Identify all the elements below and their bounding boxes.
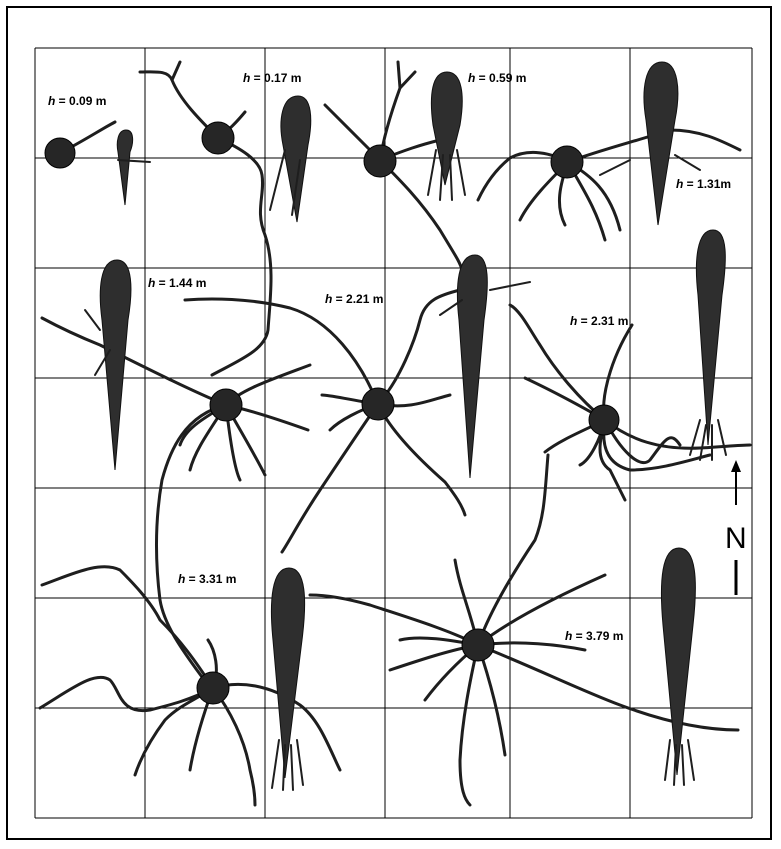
height-label-p7: h = 2.31 m (570, 314, 628, 328)
height-label-p9: h = 3.79 m (565, 629, 623, 643)
shoot-silhouette (117, 130, 132, 205)
shoot-silhouette (281, 96, 311, 222)
root-node (364, 145, 396, 177)
root-node (210, 389, 242, 421)
root-node (462, 629, 494, 661)
root-node (362, 388, 394, 420)
root-node (45, 138, 75, 168)
height-label-p6: h = 2.21 m (325, 292, 383, 306)
root-node (202, 122, 234, 154)
height-label-p4: h = 1.31m (676, 177, 731, 191)
height-label-p3: h = 0.59 m (468, 71, 526, 85)
root-node (551, 146, 583, 178)
north-label: N (725, 522, 747, 555)
shoot-silhouette (431, 72, 462, 185)
height-label-p1: h = 0.09 m (48, 94, 106, 108)
shoot-silhouette (696, 230, 725, 445)
plant-p8 (40, 567, 340, 805)
height-label-p2: h = 0.17 m (243, 71, 301, 85)
plant-p1 (45, 122, 150, 205)
shoot-silhouette (100, 260, 131, 470)
height-label-p8: h = 3.31 m (178, 572, 236, 586)
plant-p3 (325, 62, 465, 270)
plant-p2 (140, 62, 311, 375)
root-node (197, 672, 229, 704)
height-label-p5: h = 1.44 m (148, 276, 206, 290)
plant-p4 (478, 62, 740, 240)
north-arrow-icon: N (725, 460, 747, 595)
plant-p9 (310, 455, 738, 805)
shoot-silhouette (661, 548, 695, 775)
shoot-silhouette (271, 568, 304, 778)
shoot-silhouette (457, 255, 487, 478)
root-node (589, 405, 619, 435)
shoot-silhouette (644, 62, 678, 225)
